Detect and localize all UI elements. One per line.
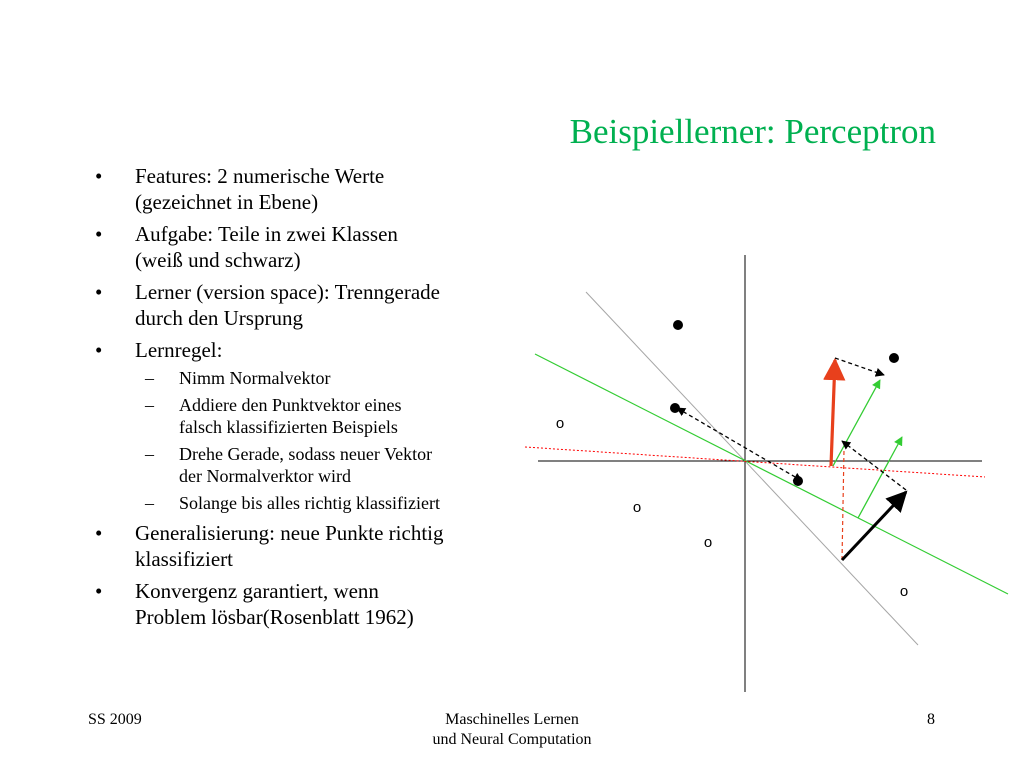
page-number: 8 xyxy=(927,711,935,728)
dashed-arrow xyxy=(834,357,885,377)
subbullet-mark: – xyxy=(145,444,154,464)
bullet-text: klassifiziert xyxy=(135,547,233,571)
bullet-item: • Features: 2 numerische Werte (gezeichn… xyxy=(95,163,520,215)
bullet-item: • Lernregel: – Nimm Normalvektor – Addie… xyxy=(95,337,520,514)
bullet-mark: • xyxy=(95,521,103,545)
footer-course: Maschinelles Lernen und Neural Computati… xyxy=(362,710,662,750)
green-arrow xyxy=(857,436,903,519)
bullet-mark: • xyxy=(95,222,103,246)
new-separating-line xyxy=(534,353,1009,595)
bullet-mark: • xyxy=(95,338,103,362)
subbullet-item: – Solange bis alles richtig klassifizier… xyxy=(135,492,520,514)
slide-title: Beispiellerner: Perceptron xyxy=(569,112,936,151)
black-point xyxy=(670,403,680,413)
white-point: o xyxy=(704,534,712,551)
bullet-item: • Lerner (version space): Trenngerade du… xyxy=(95,279,520,331)
bullet-mark: • xyxy=(95,280,103,304)
bullet-text: Lerner (version space): Trenngerade xyxy=(135,280,440,304)
bullet-text: durch den Ursprung xyxy=(135,306,303,330)
bullet-list: • Features: 2 numerische Werte (gezeichn… xyxy=(95,163,520,636)
subbullet-item: – Drehe Gerade, sodass neuer Vektor der … xyxy=(135,443,520,487)
bullet-text: Aufgabe: Teile in zwei Klassen xyxy=(135,222,398,246)
bullet-item: • Konvergenz garantiert, wenn Problem lö… xyxy=(95,578,520,630)
red-dashed-projection xyxy=(841,449,845,561)
footer-course-line: und Neural Computation xyxy=(432,731,592,748)
white-point: o xyxy=(633,499,641,516)
dotted-separating-line xyxy=(524,446,986,478)
bullet-text: Problem lösbar(Rosenblatt 1962) xyxy=(135,605,414,629)
bullet-text: Features: 2 numerische Werte xyxy=(135,164,385,188)
subbullet-mark: – xyxy=(145,493,154,513)
black-point xyxy=(889,353,899,363)
dashed-arrow xyxy=(841,440,907,491)
bullet-text: Generalisierung: neue Punkte richtig xyxy=(135,521,444,545)
bullet-text: Lernregel: xyxy=(135,338,223,362)
bullet-text: Konvergenz garantiert, wenn xyxy=(135,579,379,603)
bullet-text: (gezeichnet in Ebene) xyxy=(135,190,319,214)
subbullet-text: Addiere den Punktvektor eines xyxy=(179,395,402,415)
black-point xyxy=(673,320,683,330)
footer-course-line: Maschinelles Lernen xyxy=(445,711,579,728)
subbullet-item: – Nimm Normalvektor xyxy=(135,367,520,389)
black-vector xyxy=(840,490,908,562)
bullet-text: (weiß und schwarz) xyxy=(135,248,301,272)
white-point: o xyxy=(900,583,908,600)
subbullet-text: der Normalverktor wird xyxy=(179,466,351,486)
red-normal-vector xyxy=(823,357,846,467)
subbullet-text: Drehe Gerade, sodass neuer Vektor xyxy=(179,444,433,464)
bullet-mark: • xyxy=(95,579,103,603)
footer-semester: SS 2009 xyxy=(88,711,142,728)
subbullet-text: falsch klassifizierten Beispiels xyxy=(179,417,398,437)
black-point xyxy=(793,476,803,486)
bullet-item: • Generalisierung: neue Punkte richtig k… xyxy=(95,520,520,572)
subbullet-list: – Nimm Normalvektor – Addiere den Punktv… xyxy=(135,367,520,514)
bullet-item: • Aufgabe: Teile in zwei Klassen (weiß u… xyxy=(95,221,520,273)
white-point: o xyxy=(556,415,564,432)
dashed-arrow xyxy=(676,407,803,482)
subbullet-text: Nimm Normalvektor xyxy=(179,368,331,388)
subbullet-item: – Addiere den Punktvektor eines falsch k… xyxy=(135,394,520,438)
old-separating-line xyxy=(585,291,919,646)
subbullet-text: Solange bis alles richtig klassifiziert xyxy=(179,493,440,513)
subbullet-mark: – xyxy=(145,395,154,415)
bullet-mark: • xyxy=(95,164,103,188)
green-arrow xyxy=(832,379,881,467)
subbullet-mark: – xyxy=(145,368,154,388)
